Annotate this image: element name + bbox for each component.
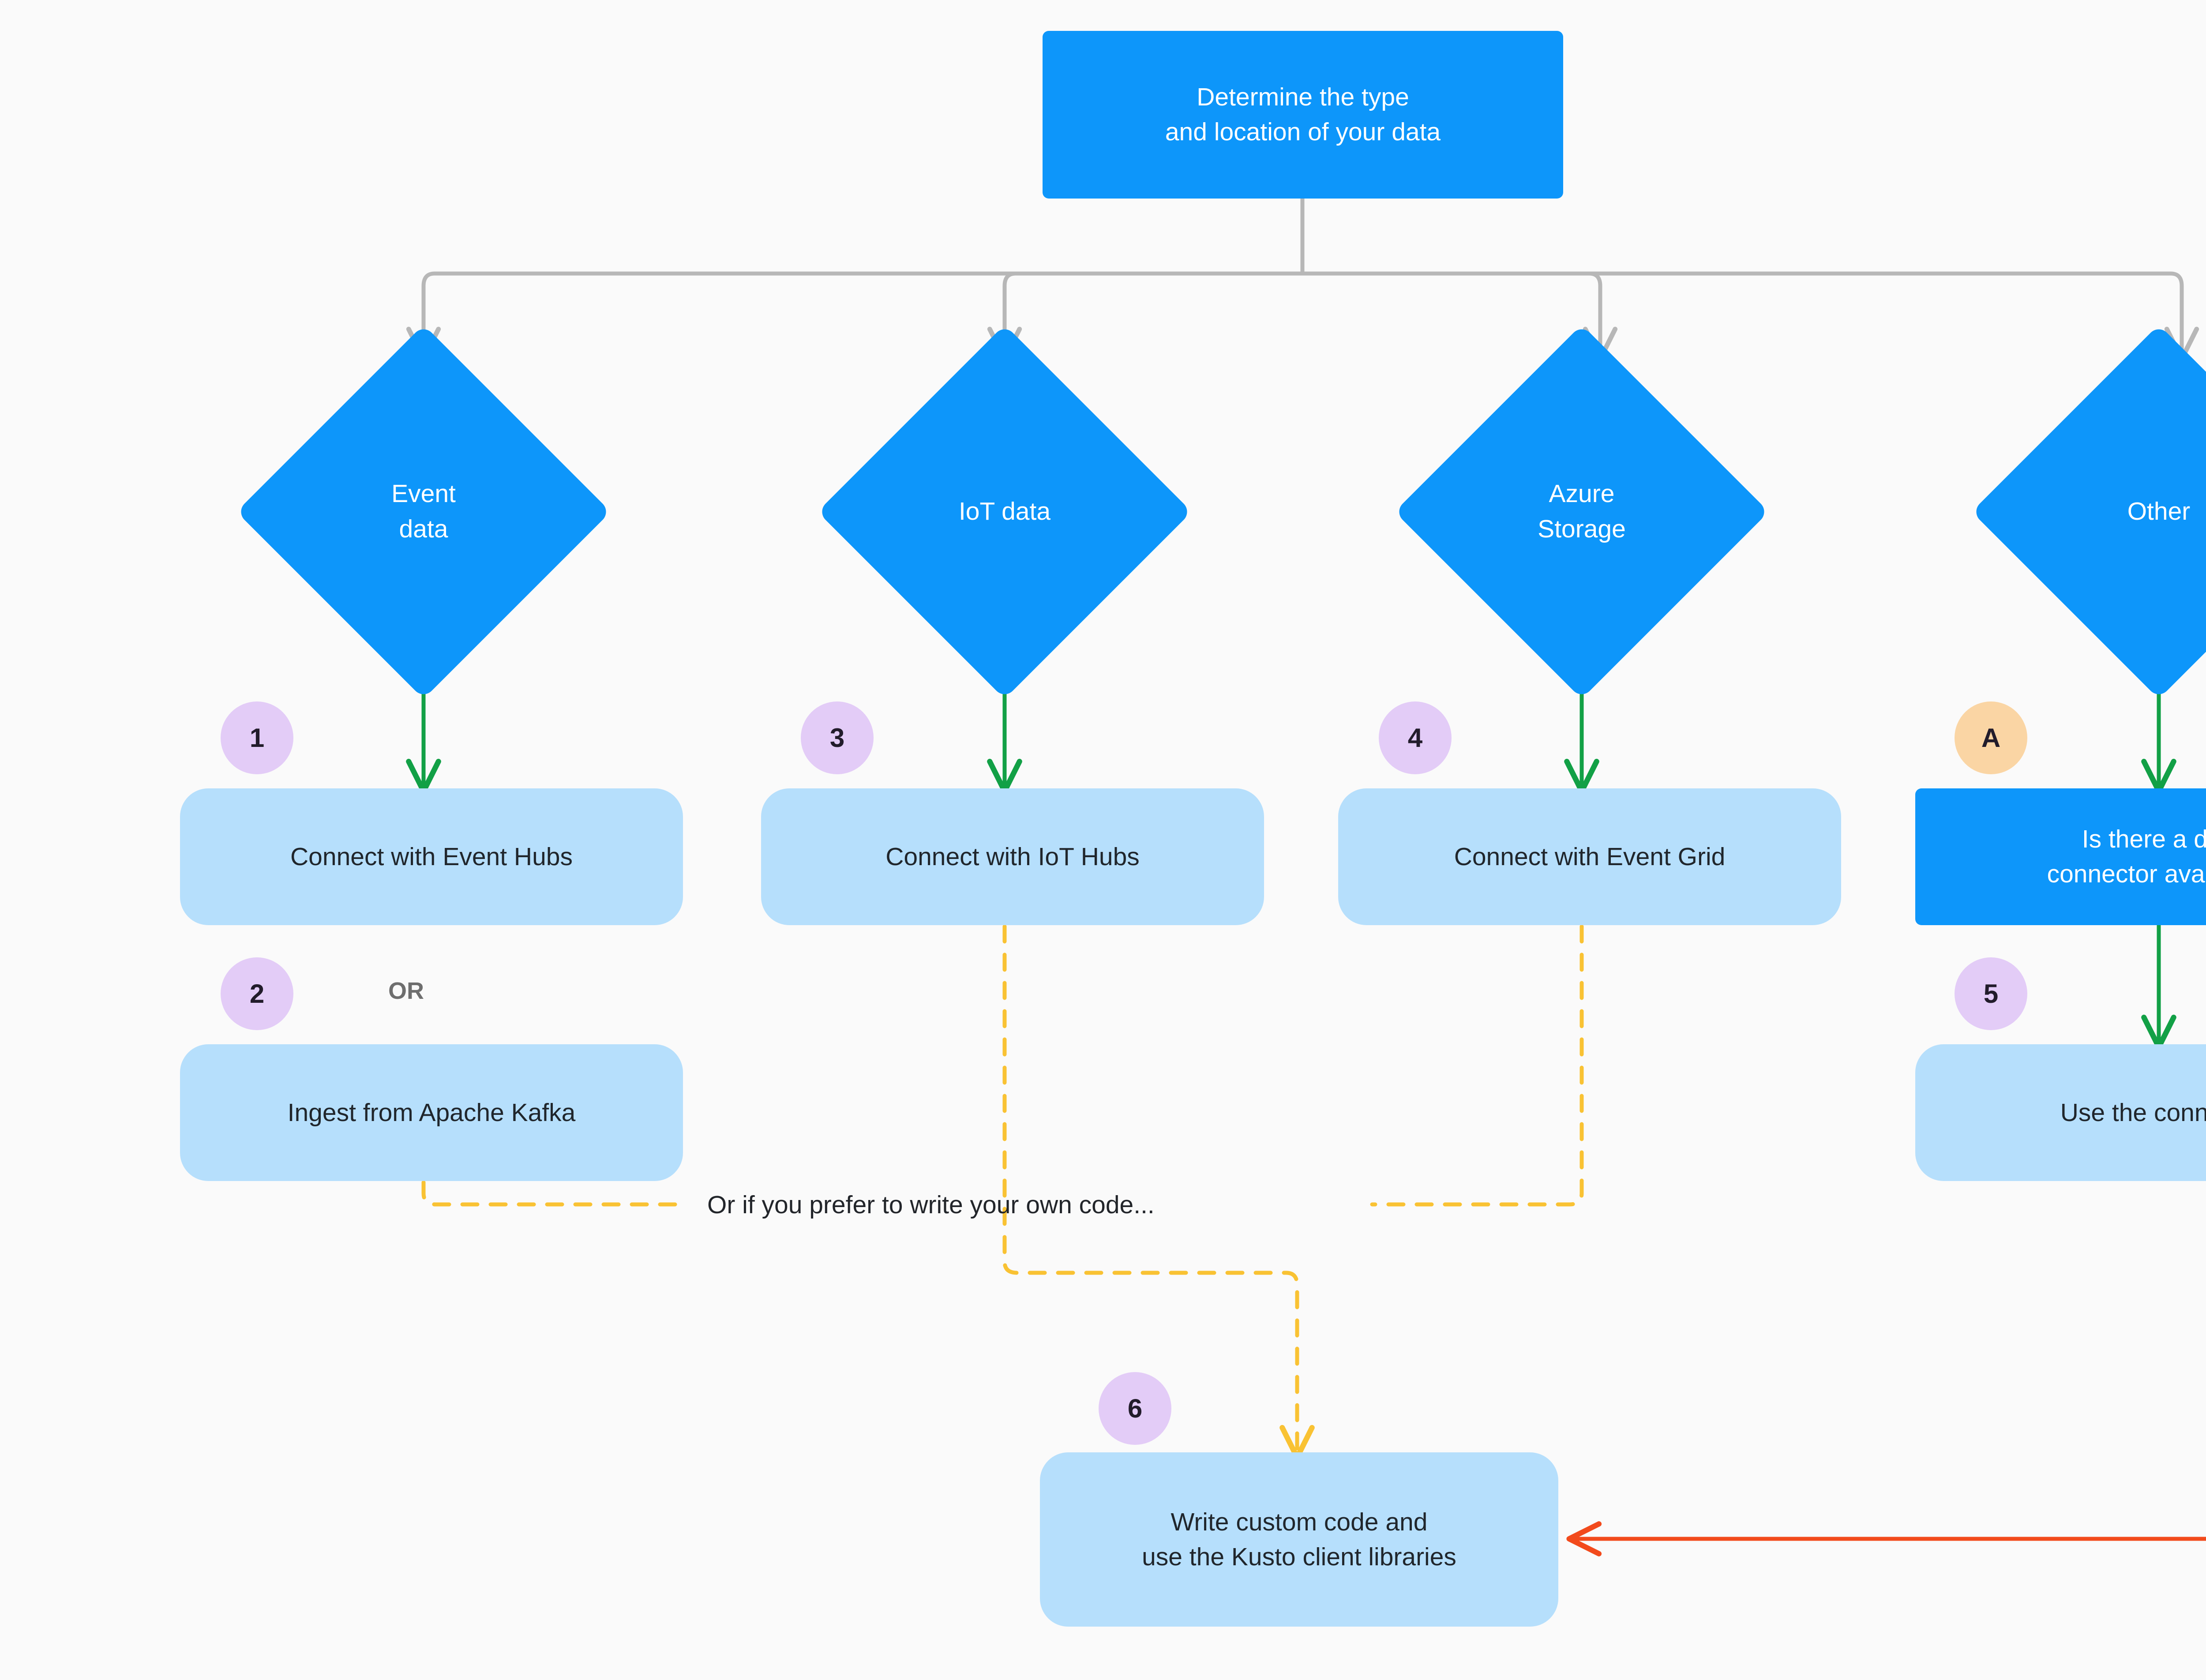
edge-start-fanout <box>406 196 2199 361</box>
action-label: Connect with Event Grid <box>1454 842 1726 871</box>
badge-label: 4 <box>1407 723 1423 753</box>
start-box-line1: Determine the type <box>1197 83 1409 112</box>
action-connect-iot-hubs[interactable]: Connect with IoT Hubs <box>761 788 1264 925</box>
action-write-custom-code[interactable]: Write custom code and use the Kusto clie… <box>1040 1452 1558 1627</box>
decision-line1: Is there a data <box>2082 825 2206 854</box>
diamond-label-line1: Azure <box>1549 480 1615 508</box>
diamond-label-line1: Other <box>2127 497 2191 526</box>
diamond-label-line2: data <box>399 515 448 543</box>
start-box[interactable]: Determine the type and location of your … <box>1043 31 1563 199</box>
action-connect-event-grid[interactable]: Connect with Event Grid <box>1338 788 1841 925</box>
action-label: Ingest from Apache Kafka <box>287 1098 576 1127</box>
badge-label: 3 <box>829 723 845 753</box>
badge-label: 1 <box>249 723 265 753</box>
edge-custom-code-dashed <box>421 924 1584 1460</box>
badge-label: 6 <box>1127 1394 1143 1423</box>
diamond-event-data[interactable]: Event data <box>236 324 611 699</box>
action-connect-event-hubs[interactable]: Connect with Event Hubs <box>180 788 683 925</box>
decision-data-connector-available[interactable]: Is there a data connector available? <box>1915 788 2206 925</box>
start-box-line2: and location of your data <box>1165 118 1441 146</box>
badge-1: 1 <box>221 701 293 774</box>
badge-label: 2 <box>249 979 265 1009</box>
badge-6: 6 <box>1099 1372 1171 1445</box>
badge-a: A <box>1955 701 2027 774</box>
label-or: OR <box>388 978 424 1004</box>
action-label: Connect with Event Hubs <box>290 842 573 871</box>
action-label: Connect with IoT Hubs <box>885 842 1140 871</box>
action-use-the-connector[interactable]: Use the connector <box>1915 1044 2206 1181</box>
diamond-other-label: Other <box>2127 494 2191 529</box>
badge-5: 5 <box>1955 957 2027 1030</box>
diamond-iot-data-label: IoT data <box>959 494 1050 529</box>
diamond-label-line1: Event <box>391 480 456 508</box>
diamond-azure-storage[interactable]: Azure Storage <box>1394 324 1769 699</box>
custom-code-line1: Write custom code and <box>1171 1508 1428 1536</box>
action-ingest-apache-kafka[interactable]: Ingest from Apache Kafka <box>180 1044 683 1181</box>
badge-4: 4 <box>1379 701 1452 774</box>
badge-label: A <box>1981 723 2001 753</box>
badge-2: 2 <box>221 957 293 1030</box>
decision-line2: connector available? <box>2047 860 2206 888</box>
edge-diamond-to-action <box>406 655 2176 1050</box>
diamond-iot-data[interactable]: IoT data <box>817 324 1192 699</box>
diamond-label-line2: Storage <box>1538 515 1626 543</box>
diamond-azure-storage-label: Azure Storage <box>1538 476 1626 547</box>
diamond-other[interactable]: Other <box>1971 324 2206 699</box>
badge-label: 5 <box>1983 979 1999 1009</box>
custom-code-line2: use the Kusto client libraries <box>1142 1542 1456 1571</box>
diamond-label-line1: IoT data <box>958 497 1051 526</box>
edge-no-branch <box>1566 1521 2206 1556</box>
action-label: Use the connector <box>2060 1098 2206 1127</box>
badge-3: 3 <box>801 701 874 774</box>
note-custom-code: Or if you prefer to write your own code.… <box>707 1191 1155 1219</box>
diamond-event-data-label: Event data <box>391 476 456 547</box>
